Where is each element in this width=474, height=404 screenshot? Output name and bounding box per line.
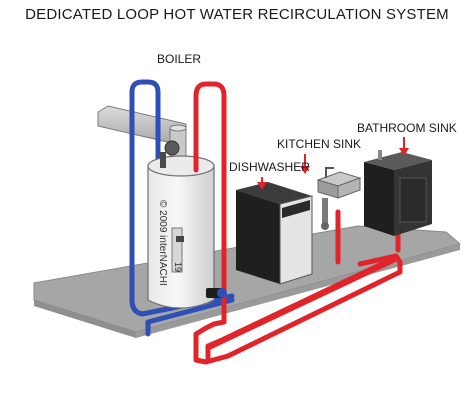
kitchen-sink — [316, 167, 362, 230]
water-heater-tank — [147, 140, 215, 309]
label-kitchen-sink: KITCHEN SINK — [277, 137, 362, 151]
label-dishwasher: DISHWASHER — [229, 160, 310, 174]
recirculation-pump — [206, 288, 227, 298]
label-bathroom-sink: BATHROOM SINK — [357, 121, 457, 135]
label-boiler: BOILER — [157, 52, 202, 66]
cold-water-pipe — [129, 79, 235, 337]
hot-water-pipe — [193, 81, 403, 365]
tank-mark: 19 — [173, 262, 183, 272]
label-arrows — [257, 137, 409, 190]
bathroom-vanity — [364, 150, 432, 236]
copyright-watermark: © 2009 interNACHI — [157, 200, 168, 286]
dishwasher — [236, 182, 313, 285]
diagram-title: DEDICATED LOOP HOT WATER RECIRCULATION S… — [25, 6, 449, 23]
